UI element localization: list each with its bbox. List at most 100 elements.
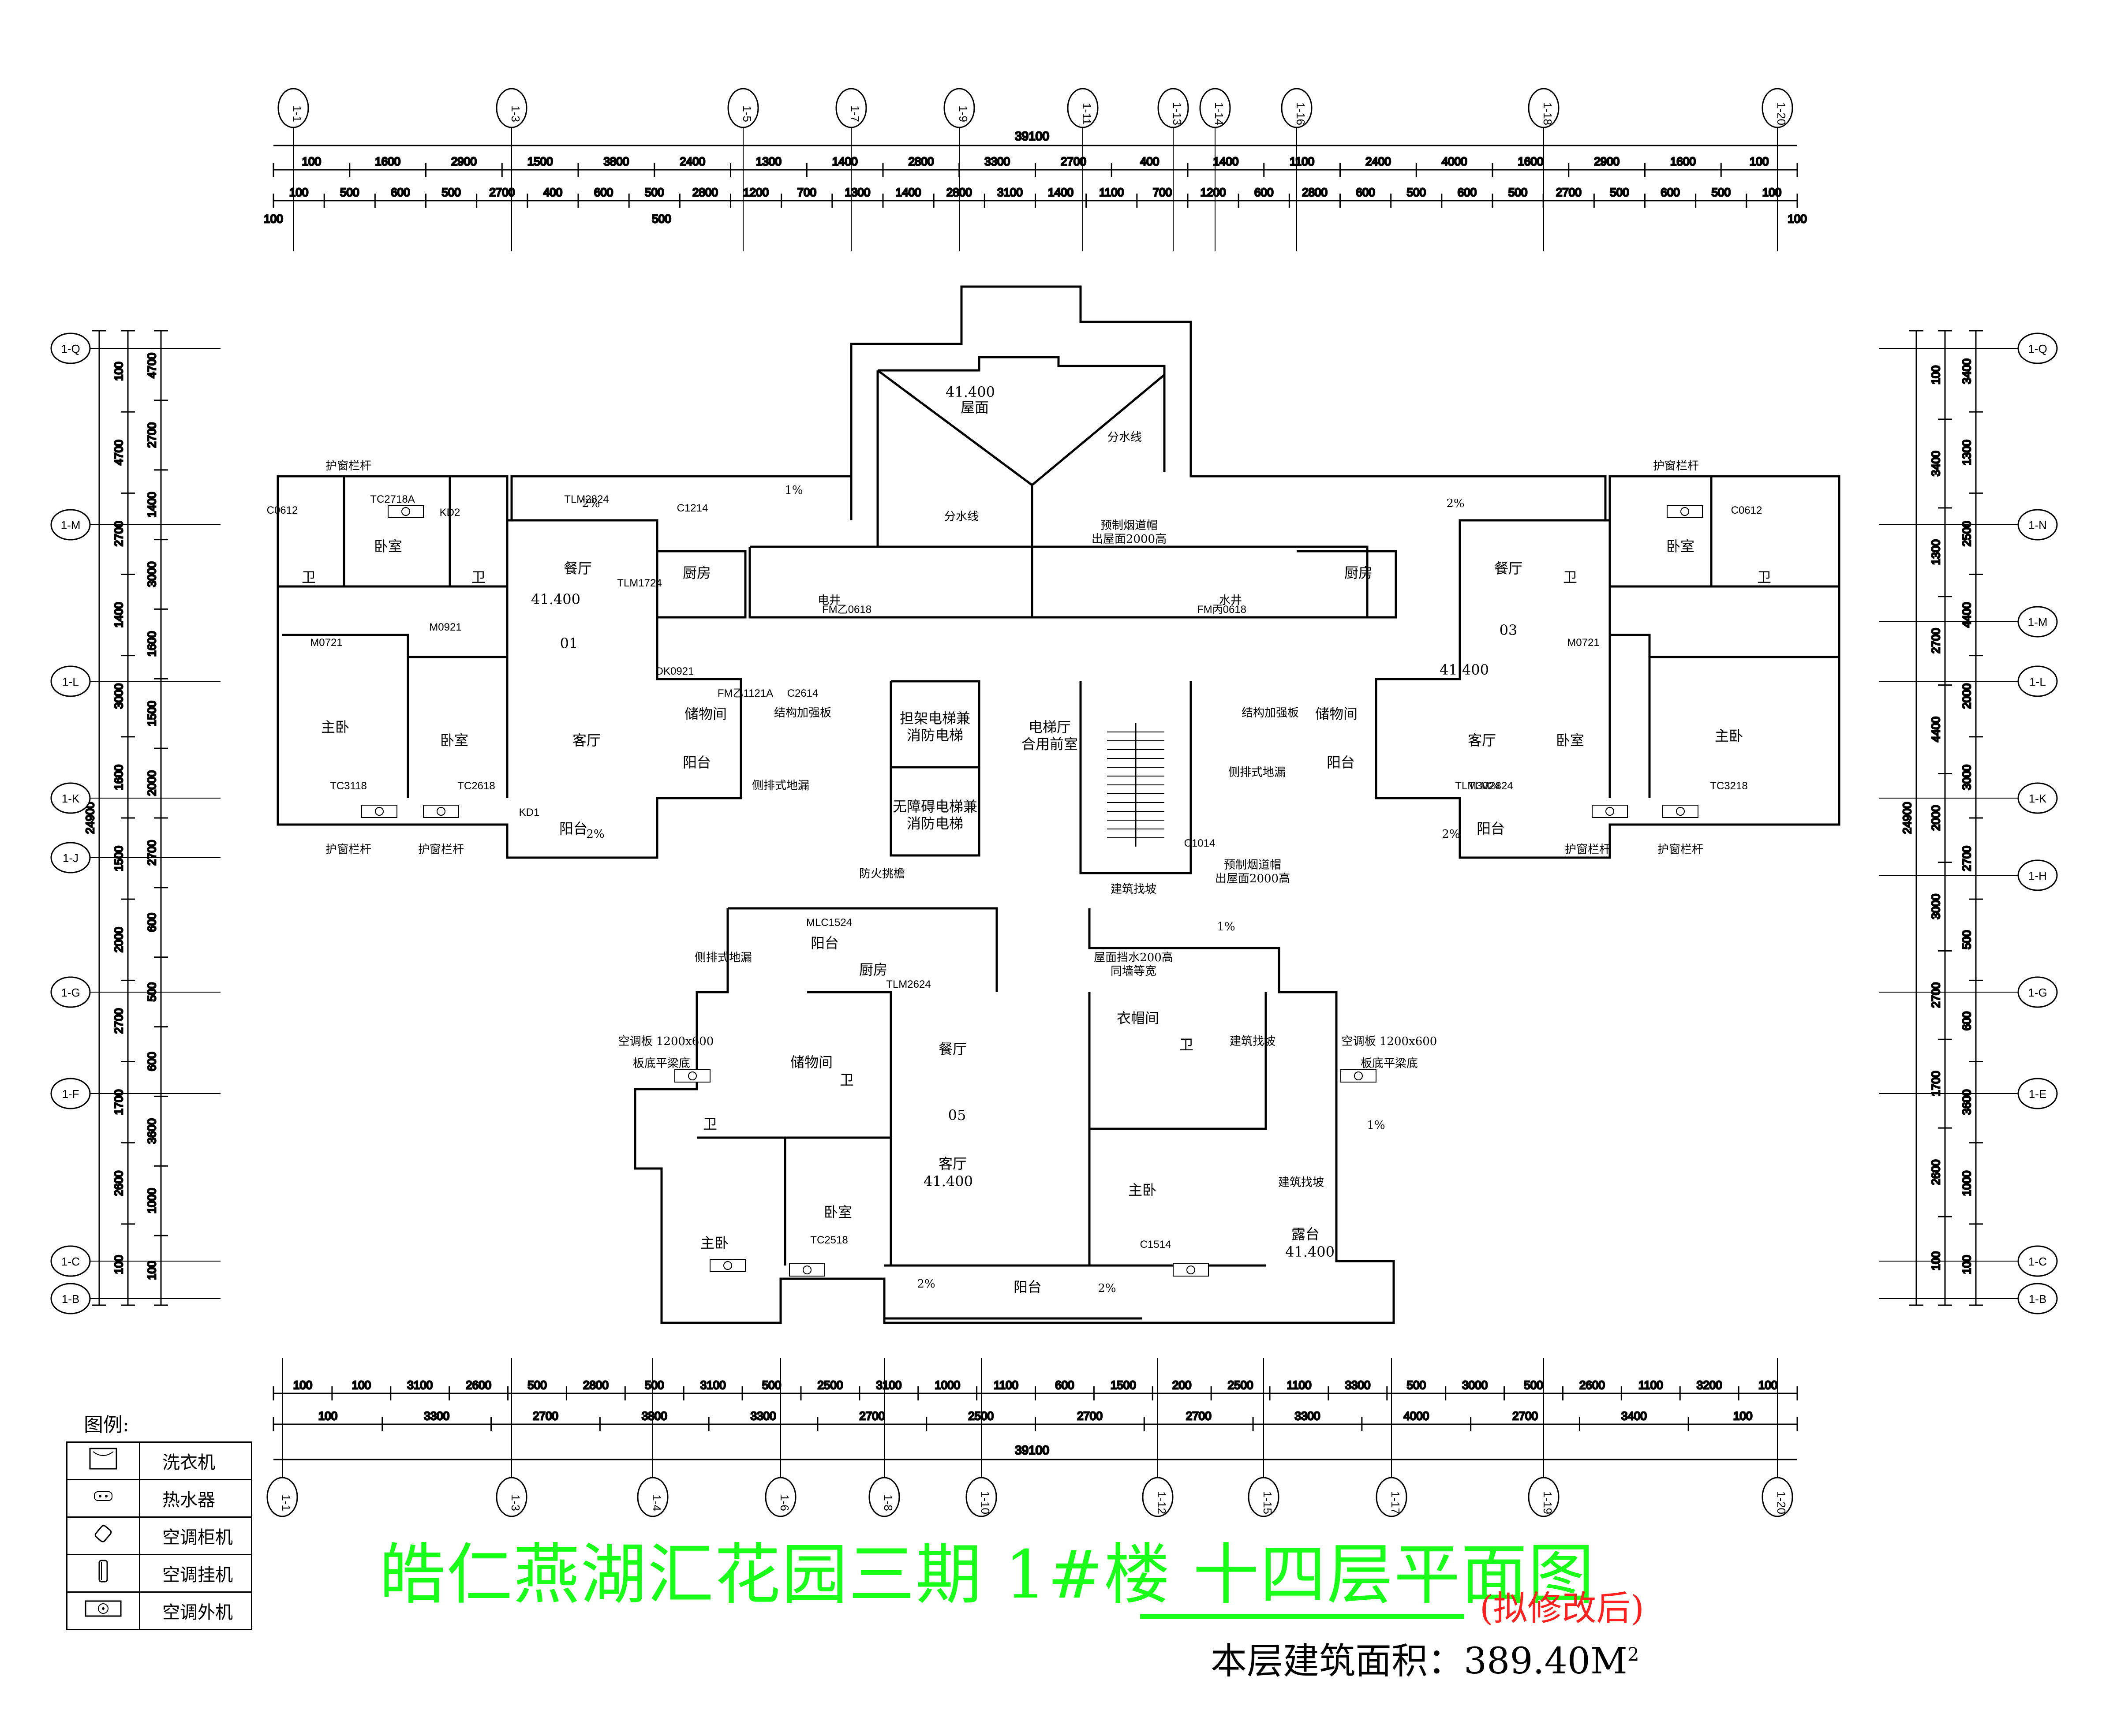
dim-text: 1100 [1290,155,1314,168]
axis-bubble [2017,606,2058,638]
axis-label: 1-Q [61,342,80,355]
dim-text: 600 [391,186,410,199]
axis-bubble [496,88,527,128]
room-label: 消防电梯 [907,815,963,832]
legend-label: 洗衣机 [139,1441,252,1480]
axis-label: 1-19 [1541,1491,1554,1514]
annotation: 1% [1367,1119,1385,1132]
room-label: 主卧 [1715,728,1743,744]
dim-text: 1000 [145,1188,158,1213]
annotation: 分水线 [944,510,979,523]
room-label: 41.400 [531,591,580,608]
dim-text: 2000 [1960,683,1973,709]
dim-text: 2500 [1960,521,1973,546]
axis-bubble [2017,1283,2058,1314]
dim-total-text: 39100 [1015,129,1049,143]
roof-edge [748,545,1369,619]
room-label: 阳台 [683,754,711,771]
axis-label: 1-4 [650,1494,663,1511]
annotation: 侧排式地漏 [1228,766,1286,779]
room-label: 41.400 [946,384,995,400]
axis-label: 1-17 [1389,1491,1402,1514]
axis-label: 1-8 [882,1494,895,1511]
room-label: 卧室 [1556,732,1584,749]
opening-code: KD2 [440,507,460,519]
axis-label: 1-C [61,1255,80,1268]
axis-bubble [50,665,91,697]
dim-text: 3100 [876,1378,901,1392]
axis-bubble [1199,88,1231,128]
annotation: 1% [785,484,803,497]
title-underline [1140,1614,1464,1619]
opening-code: TLM2824 [564,493,609,505]
dim-text: 24900 [1900,802,1914,834]
opening-code: C1014 [1184,837,1216,849]
room-label: 阳台 [1477,820,1505,837]
room-label: 卫 [1563,569,1577,586]
annotation: 护窗栏杆 [1565,843,1611,856]
dim-text: 2600 [112,1171,125,1196]
room-label: 03 [1500,622,1518,638]
room-label: 05 [948,1107,966,1124]
annotation: 建筑找坡 [1230,1035,1275,1048]
dim-text: 3000 [112,683,125,709]
opening-code: TLM2624 [886,978,931,990]
dim-text: 2400 [1365,155,1391,168]
dim-text: 100 [293,1378,312,1392]
dim-text: 1500 [145,701,158,726]
dim-text: 1300 [845,186,870,199]
dim-text: 2000 [145,770,158,796]
dim-text: 200 [1172,1378,1191,1392]
axis-label: 1-C [2028,1255,2047,1268]
axis-bubble [1067,88,1099,128]
room-label: 客厅 [1468,732,1496,749]
opening-code: TLM2824 [1468,780,1513,792]
opening-code: M0721 [1567,637,1599,649]
annotation: 1% [1217,920,1235,933]
wall [1610,634,1839,658]
axis-bubble [50,1078,91,1109]
axis-bubble [1376,1477,1407,1517]
annotation: 2% [582,497,600,510]
dim-text: 100 [264,212,283,225]
axis-label: 1-L [62,675,79,688]
annotation: 护窗栏杆 [1653,459,1699,473]
axis-label: 1-13 [1171,102,1184,125]
ac-fan-icon [375,807,384,816]
room-label: 电梯厅 [1029,719,1071,735]
dim-text: 3000 [1462,1378,1488,1392]
room-label: 露台 [1291,1226,1320,1243]
dim-text: 2800 [692,186,718,199]
dim-text: 1700 [1929,1071,1942,1097]
left-wing-outline [277,475,742,859]
dim-text: 100 [112,1255,125,1274]
axis-bubble [637,1477,669,1517]
revision-note: (拟修改后) [1480,1589,1644,1628]
ac-fan-icon [803,1266,812,1274]
opening-code: TC3218 [1710,780,1747,792]
opening-code: TC2718A [370,493,415,505]
axis-label: 1-3 [509,1494,522,1511]
opening-code: TLM1724 [617,577,662,589]
room-label: 卫 [1179,1036,1193,1053]
dim-text: 4700 [112,440,125,465]
axis-label: 1-H [2028,869,2047,882]
dim-text: 2700 [859,1409,885,1422]
elevator-shaft [890,680,980,857]
legend-heading: 图例: [84,1414,129,1436]
opening-code: TLM3024 [1455,780,1500,792]
dim-text: 3100 [997,186,1023,199]
ac-fan-icon [1186,1266,1195,1274]
axis-bubble [965,1477,997,1517]
room-label: 阳台 [1014,1279,1042,1295]
dim-text: 3300 [751,1409,776,1422]
ridge-line [877,369,1165,487]
dim-text: 100 [318,1409,337,1422]
dim-text: 1000 [935,1378,960,1392]
roof-inner [878,356,1166,472]
dim-text: 3100 [407,1378,433,1392]
room-label: 41.400 [1440,661,1489,678]
dim-text: 1400 [112,602,125,628]
dim-text: 3000 [1929,894,1942,919]
